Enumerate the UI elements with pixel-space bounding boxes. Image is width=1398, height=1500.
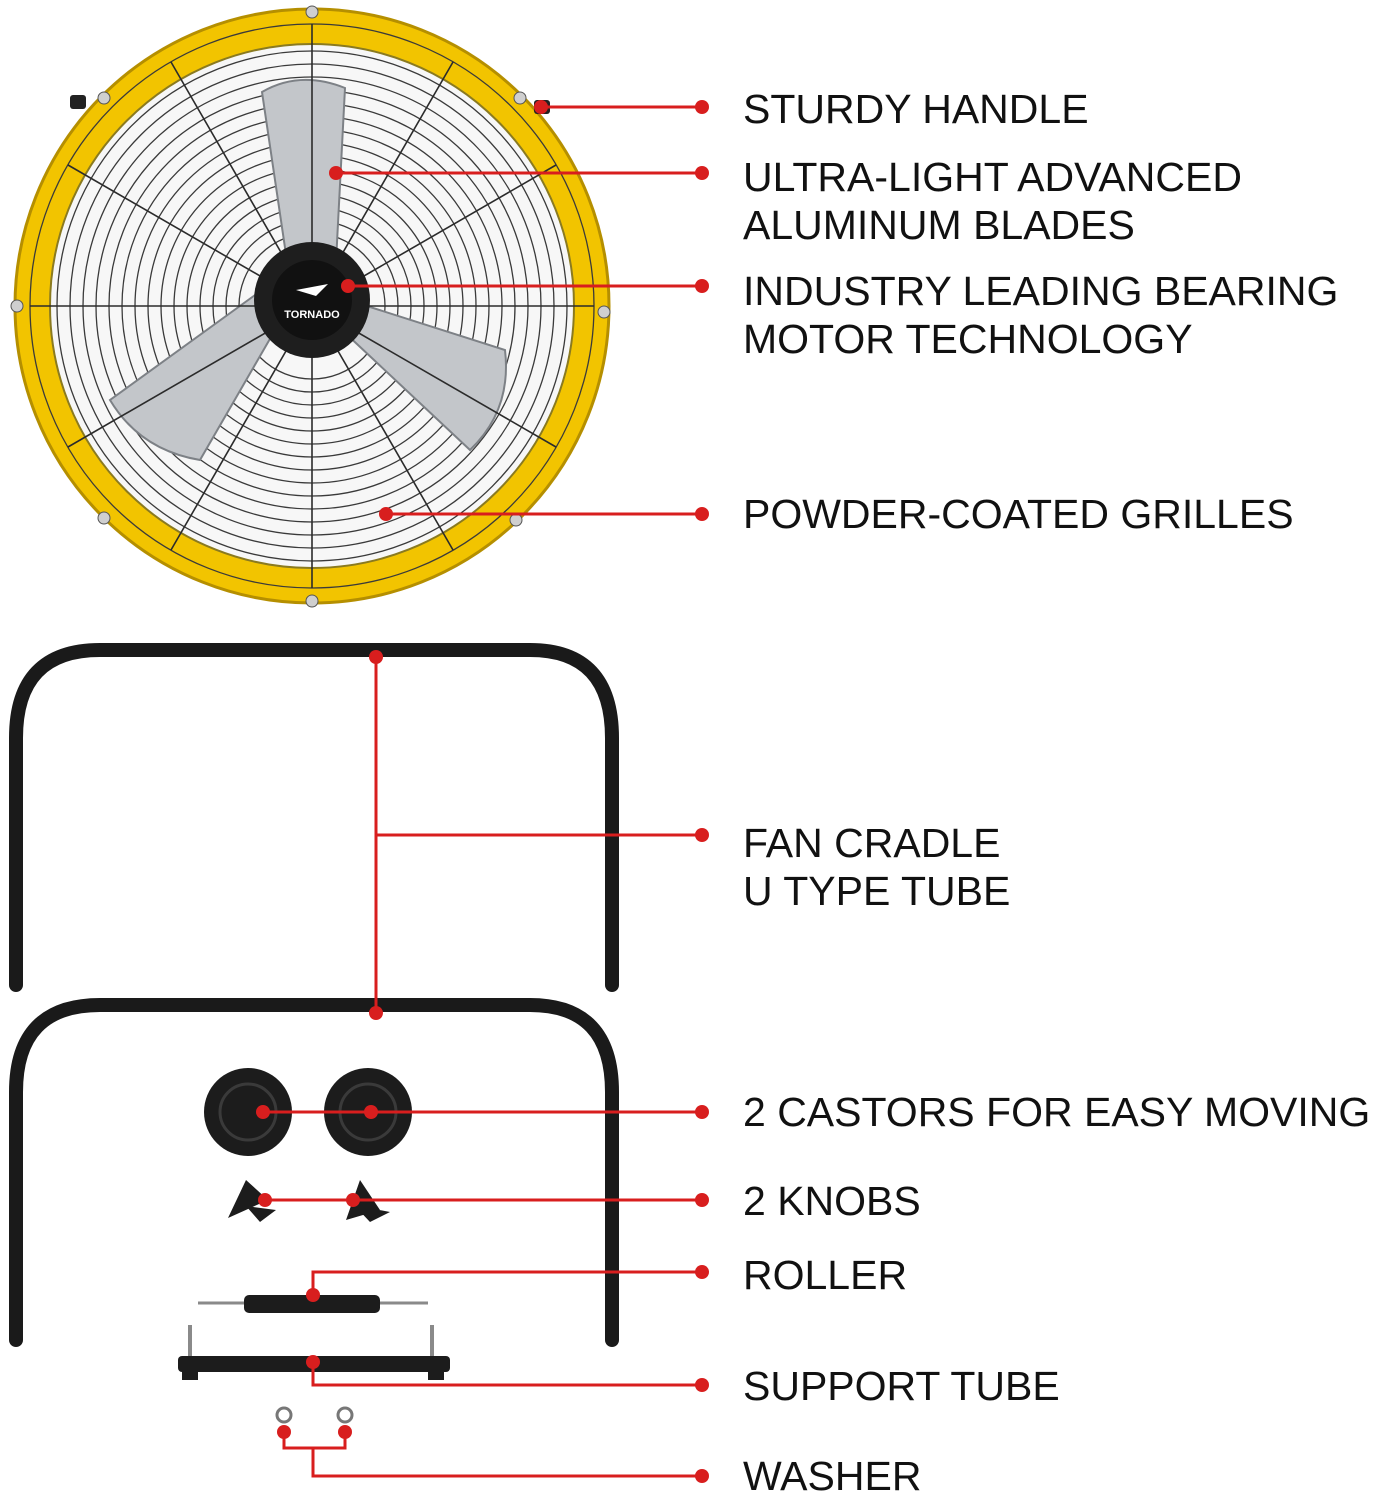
leader-lines — [263, 105, 702, 1478]
fan-cradle-tubes — [9, 643, 619, 1347]
label-line: ROLLER — [743, 1252, 908, 1298]
label-line: FAN CRADLE — [743, 820, 1001, 866]
label-line: WASHER — [743, 1453, 922, 1499]
leader-washer — [311, 1448, 702, 1478]
label-support-tube: SUPPORT TUBE — [743, 1362, 1060, 1410]
label-washer: WASHER — [743, 1452, 921, 1500]
leader-support — [311, 1362, 702, 1387]
washers — [275, 1406, 354, 1424]
fan-blades — [108, 79, 507, 462]
fan-head: TORNADO — [10, 5, 611, 608]
label-aluminum-blades: ULTRA-LIGHT ADVANCED ALUMINUM BLADES — [743, 153, 1242, 249]
rim-bolts — [10, 5, 611, 608]
label-line: ULTRA-LIGHT ADVANCED — [743, 154, 1242, 200]
handle-knob-left-icon — [70, 95, 86, 109]
label-line: U TYPE TUBE — [743, 868, 1011, 914]
brand-logo-text: TORNADO — [284, 309, 340, 321]
label-line: SUPPORT TUBE — [743, 1363, 1060, 1409]
label-roller: ROLLER — [743, 1251, 907, 1299]
label-sturdy-handle: STURDY HANDLE — [743, 85, 1089, 133]
label-line: ALUMINUM BLADES — [743, 202, 1135, 248]
leader-roller — [311, 1270, 702, 1295]
label-line: INDUSTRY LEADING BEARING — [743, 268, 1339, 314]
label-fan-cradle: FAN CRADLE U TYPE TUBE — [743, 819, 1010, 915]
castor-left-icon — [204, 1068, 292, 1156]
label-castors: 2 CASTORS FOR EASY MOVING — [743, 1088, 1370, 1136]
washer-left-icon — [275, 1406, 293, 1424]
u-tube-upper — [9, 643, 619, 992]
leader-dots — [256, 100, 709, 1483]
washer-right-icon — [336, 1406, 354, 1424]
label-line: STURDY HANDLE — [743, 86, 1089, 132]
u-tube-lower — [9, 998, 619, 1347]
label-line: 2 KNOBS — [743, 1178, 921, 1224]
knob-left-icon — [228, 1180, 276, 1222]
label-line: 2 CASTORS FOR EASY MOVING — [743, 1089, 1371, 1135]
roller — [198, 1295, 428, 1313]
leader-washer-bridge — [282, 1432, 347, 1450]
label-line: POWDER-COATED GRILLES — [743, 491, 1294, 537]
label-bearing-motor: INDUSTRY LEADING BEARING MOTOR TECHNOLOG… — [743, 267, 1338, 363]
brand-logo-icon — [296, 284, 328, 296]
label-powder-coated-grilles: POWDER-COATED GRILLES — [743, 490, 1294, 538]
label-line: MOTOR TECHNOLOGY — [743, 316, 1193, 362]
label-knobs: 2 KNOBS — [743, 1177, 921, 1225]
